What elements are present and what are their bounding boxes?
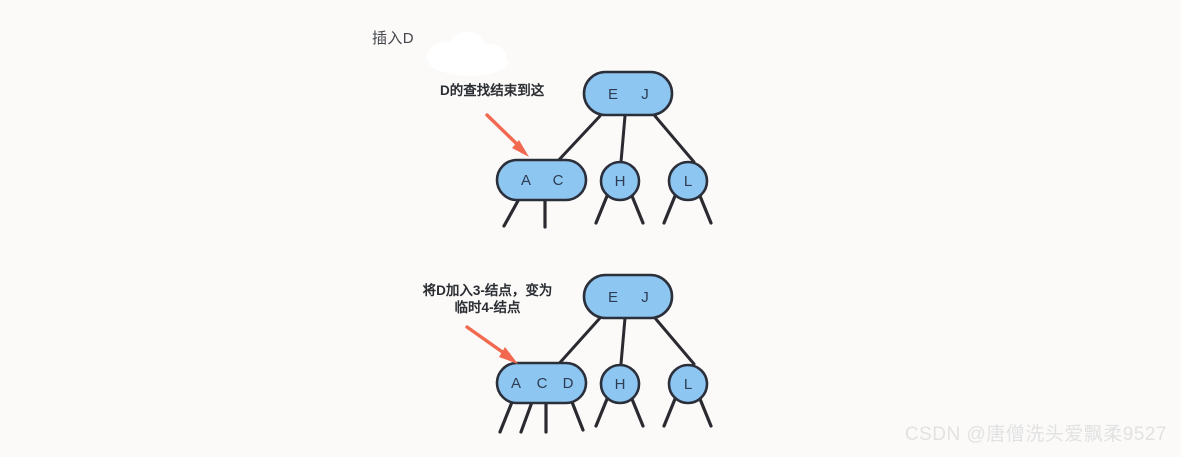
- watermark: CSDN @唐僧洗头爱飘柔9527: [904, 424, 1167, 445]
- stub-l2-2: [698, 397, 713, 428]
- edge-root-to-l: [653, 114, 696, 164]
- node-value-a: A: [521, 172, 531, 189]
- edge-root-to-h: [619, 114, 627, 164]
- edge-root-to-ac: [554, 114, 602, 165]
- stub-l-2: [698, 194, 713, 225]
- node-l-step1: L: [662, 160, 713, 225]
- stub-acd-2: [519, 400, 534, 434]
- step-1-tree: E J A C H L: [485, 70, 713, 229]
- node-acd-step2: A C D: [495, 361, 588, 434]
- node-value-h2: H: [615, 376, 626, 393]
- node-value-e2: E: [608, 289, 618, 306]
- node-value-j: J: [641, 86, 649, 103]
- stub-h2-2: [630, 397, 645, 428]
- stub-acd-1: [498, 400, 514, 434]
- stub-h-2: [630, 194, 645, 225]
- node-h-step2: H: [594, 363, 645, 428]
- stub-l2-1: [662, 397, 677, 428]
- node-value-d2: D: [563, 375, 574, 392]
- node-value-c: C: [553, 172, 564, 189]
- node-value-h: H: [615, 173, 626, 190]
- annotation-step-1-line-1: D的查找结束到这: [440, 83, 545, 98]
- node-value-e: E: [608, 86, 618, 103]
- stub-h-1: [594, 194, 609, 225]
- node-root-ej-step2: E J: [582, 273, 674, 320]
- cloud-decoration: [427, 32, 508, 76]
- page-title: 插入D: [372, 30, 415, 47]
- step-2-tree: E J A C D H: [465, 273, 713, 434]
- node-h-step1: H: [594, 160, 645, 225]
- edge-root-to-acd: [554, 316, 602, 369]
- node-root-ej-step1: E J: [582, 70, 674, 117]
- node-value-c2: C: [537, 375, 548, 392]
- annotation-step-2-line-1: 将D加入3-结点，变为: [422, 283, 553, 298]
- node-value-a2: A: [511, 375, 521, 392]
- stub-acd-4: [570, 400, 585, 432]
- annotation-step-2-line-2: 临时4-结点: [454, 300, 521, 315]
- edge-root-to-h2: [619, 316, 627, 366]
- node-l-step2: L: [662, 363, 713, 428]
- node-ac-step1: A C: [495, 158, 588, 229]
- edge-root-to-l2: [653, 316, 696, 366]
- stub-l-1: [662, 194, 677, 225]
- annotation-arrow-step2: [465, 325, 518, 364]
- stub-h2-1: [594, 397, 609, 428]
- stub-ac-1: [502, 197, 521, 228]
- node-value-j2: J: [641, 289, 649, 306]
- node-value-l: L: [684, 173, 692, 190]
- node-value-l2: L: [684, 376, 692, 393]
- annotation-arrow-step1: [485, 113, 529, 157]
